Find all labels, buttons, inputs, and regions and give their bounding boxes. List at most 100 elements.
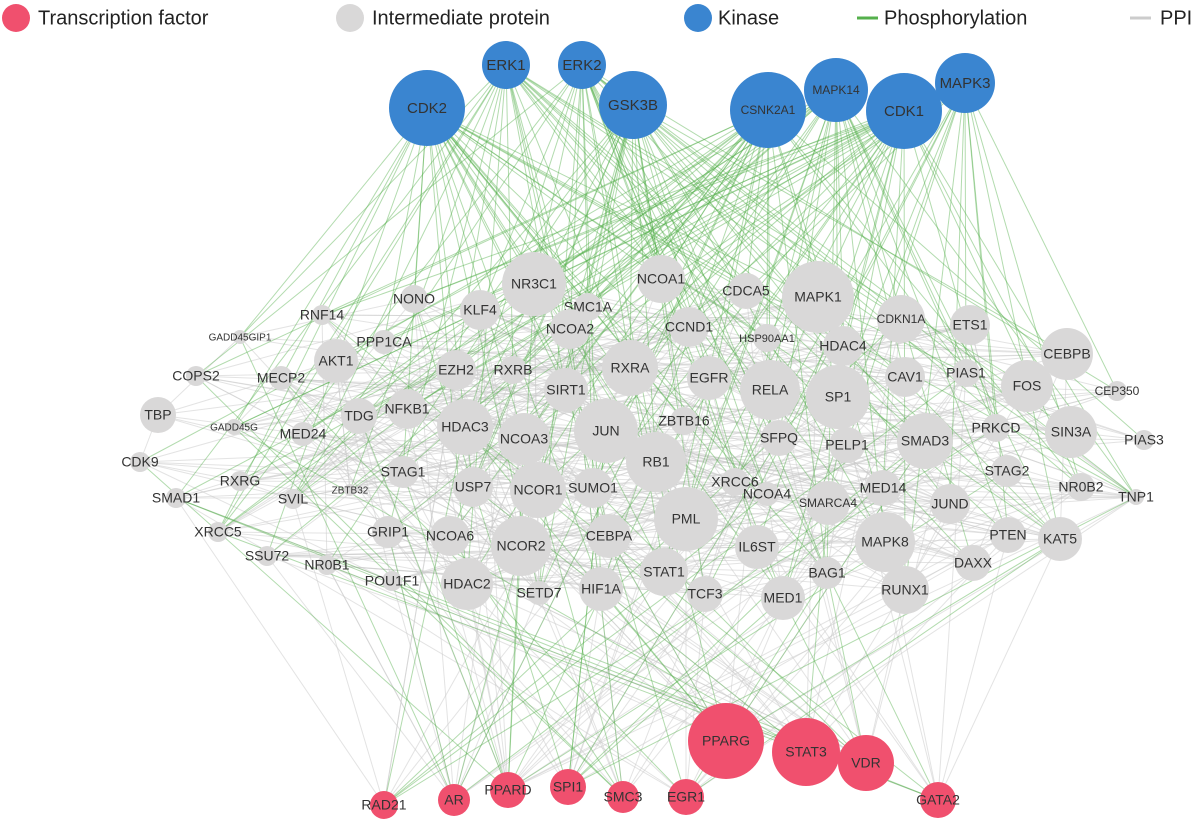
node-sin3a[interactable]: SIN3A <box>1045 406 1097 458</box>
node-cebpb[interactable]: CEBPB <box>1041 328 1093 380</box>
node-stag2[interactable]: STAG2 <box>985 455 1030 487</box>
node-rad21[interactable]: RAD21 <box>361 791 407 819</box>
node-nr0b2[interactable]: NR0B2 <box>1058 473 1104 501</box>
node-nono[interactable]: NONO <box>393 285 435 313</box>
node-vdr[interactable]: VDR <box>838 735 894 791</box>
node-med24[interactable]: MED24 <box>280 422 327 446</box>
node-nr0b1[interactable]: NR0B1 <box>304 555 350 575</box>
node-tcf3[interactable]: TCF3 <box>687 576 723 612</box>
node-sp1[interactable]: SP1 <box>806 365 870 429</box>
node-cdkn1a[interactable]: CDKN1A <box>877 295 926 343</box>
node-gadd45g[interactable]: GADD45G <box>210 419 258 435</box>
node-jun[interactable]: JUN <box>574 399 638 463</box>
node-il6st[interactable]: IL6ST <box>735 525 779 569</box>
node-setd7[interactable]: SETD7 <box>516 581 562 605</box>
node-cdk1[interactable]: CDK1 <box>866 73 942 149</box>
node-akt1[interactable]: AKT1 <box>314 339 358 383</box>
node-pml[interactable]: PML <box>654 487 718 551</box>
node-xrcc6[interactable]: XRCC6 <box>711 468 759 496</box>
node-erk2[interactable]: ERK2 <box>558 41 606 89</box>
node-cops2[interactable]: COPS2 <box>172 366 220 386</box>
node-smad3[interactable]: SMAD3 <box>897 413 953 469</box>
node-gadd45gip1[interactable]: GADD45GIP1 <box>209 330 272 344</box>
node-rb1[interactable]: RB1 <box>626 432 686 492</box>
node-svil[interactable]: SVIL <box>278 489 309 509</box>
node-nr3c1[interactable]: NR3C1 <box>502 252 566 316</box>
node-zbtb16[interactable]: ZBTB16 <box>658 407 710 435</box>
node-bag1[interactable]: BAG1 <box>808 557 846 589</box>
node-rela[interactable]: RELA <box>740 360 800 420</box>
node-grip1[interactable]: GRIP1 <box>367 516 409 548</box>
node-stat1[interactable]: STAT1 <box>640 548 688 596</box>
node-runx1[interactable]: RUNX1 <box>881 566 929 614</box>
node-nfkb1[interactable]: NFKB1 <box>384 389 430 429</box>
node-klf4[interactable]: KLF4 <box>460 290 500 330</box>
node-cdk2[interactable]: CDK2 <box>389 70 465 146</box>
node-hdac4[interactable]: HDAC4 <box>819 326 867 366</box>
node-pten[interactable]: PTEN <box>989 517 1027 553</box>
node-sumo1[interactable]: SUMO1 <box>568 468 618 508</box>
node-sirt1[interactable]: SIRT1 <box>544 368 588 412</box>
node-ncoa1[interactable]: NCOA1 <box>637 255 685 303</box>
node-ppard[interactable]: PPARD <box>484 772 532 808</box>
node-rxrg[interactable]: RXRG <box>220 471 260 491</box>
node-mapk1[interactable]: MAPK1 <box>782 261 854 333</box>
node-xrcc5[interactable]: XRCC5 <box>194 522 242 542</box>
node-ar[interactable]: AR <box>438 784 470 816</box>
node-tbp[interactable]: TBP <box>140 397 176 433</box>
node-ncoa6[interactable]: NCOA6 <box>426 516 474 556</box>
node-tnp1[interactable]: TNP1 <box>1118 489 1154 505</box>
node-sfpq[interactable]: SFPQ <box>760 420 798 456</box>
node-hsp90aa1[interactable]: HSP90AA1 <box>739 324 795 352</box>
node-pias3[interactable]: PIAS3 <box>1124 430 1164 450</box>
node-smarca4[interactable]: SMARCA4 <box>799 481 857 525</box>
node-ppp1ca[interactable]: PPP1CA <box>356 330 412 354</box>
node-hdac2[interactable]: HDAC2 <box>441 558 493 610</box>
node-med1[interactable]: MED1 <box>761 576 805 620</box>
node-egfr[interactable]: EGFR <box>687 356 731 400</box>
node-hif1a[interactable]: HIF1A <box>579 567 623 611</box>
node-usp7[interactable]: USP7 <box>453 467 493 507</box>
node-ncor1[interactable]: NCOR1 <box>510 462 566 518</box>
node-pparg[interactable]: PPARG <box>688 703 764 779</box>
node-ezh2[interactable]: EZH2 <box>436 350 476 390</box>
node-pou1f1[interactable]: POU1F1 <box>365 571 420 591</box>
node-mapk8[interactable]: MAPK8 <box>855 512 915 572</box>
node-ssu72[interactable]: SSU72 <box>245 546 290 566</box>
node-hdac3[interactable]: HDAC3 <box>437 399 493 455</box>
node-rxra[interactable]: RXRA <box>602 340 658 396</box>
node-mecp2[interactable]: MECP2 <box>257 366 305 390</box>
node-zbtb32[interactable]: ZBTB32 <box>332 484 369 497</box>
node-pelp1[interactable]: PELP1 <box>825 427 869 463</box>
node-gsk3b[interactable]: GSK3B <box>599 71 667 139</box>
node-stat3[interactable]: STAT3 <box>772 718 840 786</box>
node-egr1[interactable]: EGR1 <box>667 779 705 815</box>
node-mapk3[interactable]: MAPK3 <box>935 53 995 113</box>
node-smc3[interactable]: SMC3 <box>604 781 643 813</box>
node-erk1[interactable]: ERK1 <box>482 41 530 89</box>
node-kat5[interactable]: KAT5 <box>1038 517 1082 561</box>
node-csnk2a1[interactable]: CSNK2A1 <box>730 72 806 148</box>
node-ccnd1[interactable]: CCND1 <box>665 307 713 347</box>
node-ncoa4[interactable]: NCOA4 <box>743 482 791 506</box>
node-rnf14[interactable]: RNF14 <box>300 305 345 325</box>
node-med14[interactable]: MED14 <box>860 470 907 506</box>
node-spi1[interactable]: SPI1 <box>550 769 586 805</box>
node-tdg[interactable]: TDG <box>341 398 377 434</box>
node-cav1[interactable]: CAV1 <box>885 357 925 397</box>
node-stag1[interactable]: STAG1 <box>381 456 426 488</box>
node-pias1[interactable]: PIAS1 <box>946 359 986 387</box>
node-ets1[interactable]: ETS1 <box>950 305 990 345</box>
node-gata2[interactable]: GATA2 <box>916 782 960 818</box>
node-cebpa[interactable]: CEBPA <box>586 514 633 558</box>
node-rxrb[interactable]: RXRB <box>494 356 533 384</box>
node-cdca5[interactable]: CDCA5 <box>722 273 770 309</box>
node-ncoa3[interactable]: NCOA3 <box>498 413 550 465</box>
node-cep350[interactable]: CEP350 <box>1095 381 1140 401</box>
node-ncoa2[interactable]: NCOA2 <box>546 309 594 349</box>
node-smad1[interactable]: SMAD1 <box>152 488 200 508</box>
node-fos[interactable]: FOS <box>1001 360 1053 412</box>
node-jund[interactable]: JUND <box>930 484 970 524</box>
node-ncor2[interactable]: NCOR2 <box>491 516 551 576</box>
node-prkcd[interactable]: PRKCD <box>971 414 1021 442</box>
